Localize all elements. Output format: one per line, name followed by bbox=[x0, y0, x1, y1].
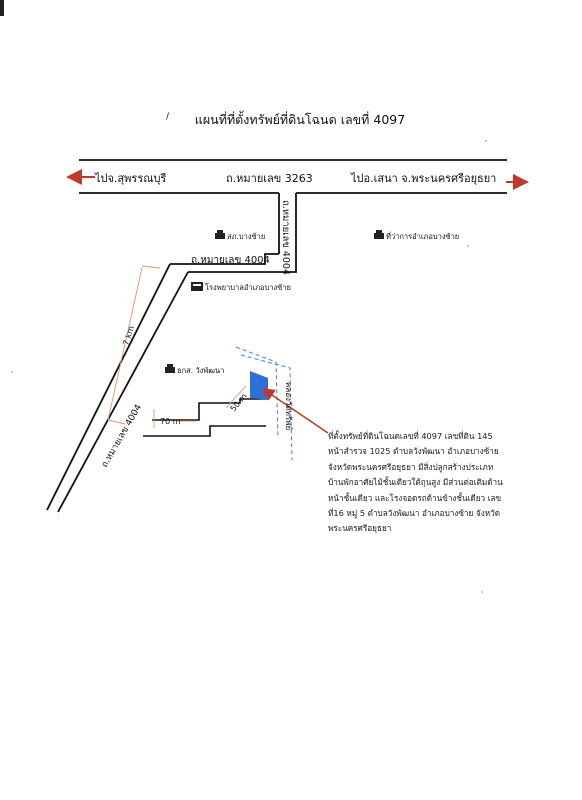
canal-west-bank bbox=[235, 346, 279, 437]
scan-dot-4 bbox=[481, 591, 483, 593]
diagonal-road-east-edge bbox=[57, 271, 189, 513]
property-description: ที่ตั้งทรัพย์ที่ดินโฉนดเลขที่ 4097 เลขที… bbox=[328, 431, 503, 534]
site-parcel bbox=[250, 371, 268, 400]
label-bank: ธกส. วังพัฒนา bbox=[177, 366, 224, 375]
scan-mark: / bbox=[166, 112, 170, 122]
label-east-direction: ไปอ.เสนา จ.พระนครศรีอยุธยา bbox=[350, 172, 496, 185]
label-diagonal-road: ถ.หมายเลข 4004 bbox=[100, 403, 144, 470]
measure-line-diagonal bbox=[107, 267, 143, 421]
label-main-road: ถ.หมายเลข 3263 bbox=[226, 172, 313, 185]
measure-tick-top bbox=[141, 265, 161, 269]
corner-mark bbox=[0, 0, 4, 16]
label-distance-70m: 70 m bbox=[160, 417, 181, 426]
label-district-office: ที่ว่าการอำเภอบางซ้าย bbox=[386, 231, 459, 241]
label-hospital: โรงพยาบาลอำเภอบางซ้าย bbox=[205, 283, 291, 292]
branch-road-top-edge bbox=[170, 253, 279, 265]
office-icon bbox=[374, 230, 384, 239]
map-title: แผนที่ที่ตั้งทรัพย์ที่ดินโฉนด เลขที่ 409… bbox=[195, 110, 405, 127]
label-canal: คลองวัดทรัพย์ bbox=[284, 382, 294, 430]
scan-dot-3 bbox=[11, 371, 13, 373]
measure-50m-line bbox=[225, 385, 247, 409]
measure-tick-bottom bbox=[107, 419, 126, 425]
label-distance-50m: 50 m bbox=[229, 392, 249, 414]
label-vertical-road: ถ.หมายเลข 4004 bbox=[280, 200, 291, 275]
scan-dot-1 bbox=[485, 140, 487, 142]
lane-north-edge bbox=[152, 398, 266, 421]
scan-dot-2 bbox=[467, 245, 469, 247]
label-police: สภ.บางซ้าย bbox=[227, 232, 265, 241]
label-west-direction: ไปจ.สุพรรณบุรี bbox=[94, 172, 166, 185]
bank-icon bbox=[165, 364, 175, 373]
police-icon bbox=[215, 230, 225, 239]
hospital-icon bbox=[191, 282, 203, 291]
canal-east-bank bbox=[240, 354, 293, 461]
label-branch-road: ถ.หมายเลข 4004 bbox=[191, 255, 270, 266]
diagonal-road-west-edge bbox=[46, 263, 171, 511]
lane-south-edge bbox=[143, 425, 266, 437]
arrow-to-site bbox=[261, 388, 329, 434]
branch-road-bottom-edge bbox=[188, 256, 297, 273]
